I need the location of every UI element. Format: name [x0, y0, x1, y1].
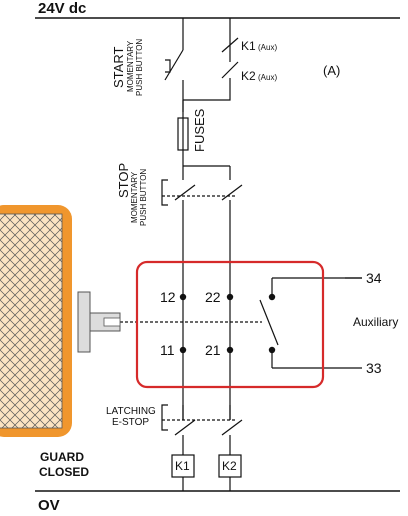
guard — [0, 205, 121, 437]
supply-label-bottom: OV — [38, 497, 60, 514]
guard-closed-line1: GUARD — [40, 450, 84, 464]
coil-k2-label: K2 — [222, 459, 237, 473]
contact-11-label: 11 — [160, 342, 175, 358]
switch-contact-dots — [179, 293, 276, 354]
wiring — [120, 18, 362, 491]
stop-button-sub1: MOMENTARY — [130, 171, 139, 223]
coil-k1 — [171, 454, 195, 478]
aux-k1-tag: (Aux) — [258, 43, 277, 52]
latching-line1: LATCHING — [106, 406, 156, 417]
start-button-sub1: MOMENTARY — [126, 40, 135, 92]
circuit-label: (A) — [323, 63, 340, 78]
guard-mesh — [0, 213, 63, 429]
aux-k2-tag: (Aux) — [258, 73, 277, 82]
contact-21-label: 21 — [205, 342, 221, 358]
contact-22-label: 22 — [205, 289, 221, 305]
coil-k2 — [218, 454, 242, 478]
start-button-title: START — [111, 47, 126, 88]
start-button-sub2: PUSH BUTTON — [135, 39, 144, 96]
aux-k1-label: K1 — [241, 39, 256, 53]
interlock-switch-box — [135, 260, 325, 389]
fuses-label: FUSES — [192, 108, 207, 152]
latching-line2: E-STOP — [112, 417, 149, 428]
aux-k2-label: K2 — [241, 69, 256, 83]
supply-label-top: 24V dc — [38, 0, 86, 17]
stop-button-sub2: PUSH BUTTON — [139, 169, 148, 226]
guard-closed-line2: CLOSED — [39, 465, 89, 479]
contact-34-label: 34 — [366, 270, 382, 286]
coil-k1-label: K1 — [175, 459, 190, 473]
contact-33-label: 33 — [366, 360, 382, 376]
auxiliary-label: Auxiliary — [353, 315, 398, 329]
stop-button-title: STOP — [116, 163, 131, 198]
contact-12-label: 12 — [160, 289, 176, 305]
